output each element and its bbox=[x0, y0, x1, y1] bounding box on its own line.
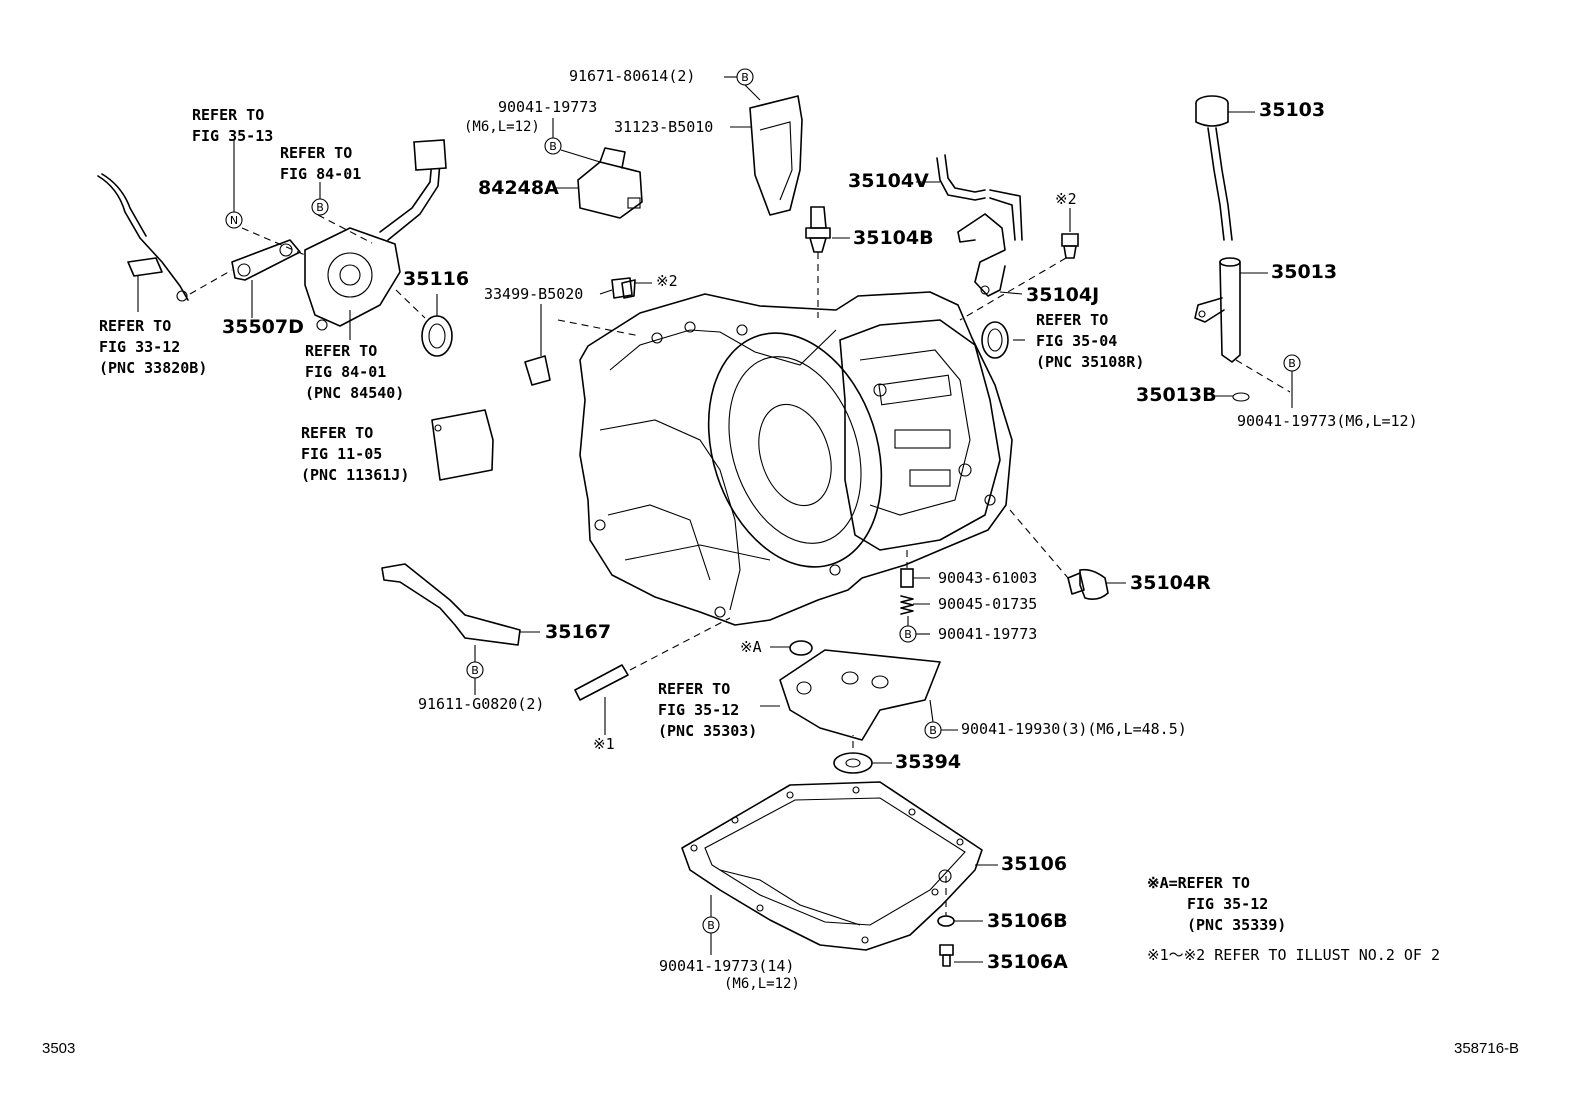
note-a-line1: ※A=REFER TO bbox=[1147, 874, 1250, 892]
marker-b-7: B bbox=[929, 724, 937, 737]
ref-fig-11-05: REFER TO FIG 11-05 (PNC 11361J) bbox=[301, 423, 409, 486]
note-1-marker: ※1 bbox=[593, 735, 615, 753]
code-33499: 33499-B5020 bbox=[484, 285, 584, 303]
part-35104r: 35104R bbox=[1130, 572, 1211, 594]
part-35013b: 35013B bbox=[1136, 384, 1217, 406]
part-35507d: 35507D bbox=[222, 316, 304, 338]
ref-line: REFER TO bbox=[305, 342, 378, 360]
magnet-35394 bbox=[833, 752, 873, 774]
dipstick-assembly bbox=[1194, 95, 1250, 402]
shift-cable bbox=[97, 173, 189, 302]
oil-strainer bbox=[779, 640, 941, 741]
ref-line: FIG 35-04 bbox=[1036, 332, 1118, 350]
code-90041-19930: 90041-19930(3)(M6,L=48.5) bbox=[961, 720, 1187, 738]
marker-b-8: B bbox=[707, 919, 715, 932]
oil-pan bbox=[681, 781, 983, 967]
part-35104j: 35104J bbox=[1026, 284, 1100, 306]
code-90041-top: 90041-19773 bbox=[498, 98, 598, 116]
part-35394: 35394 bbox=[895, 751, 962, 773]
code-90041-pan-spec: (M6,L=12) bbox=[724, 976, 800, 992]
note-a-line2: FIG 35-12 bbox=[1187, 895, 1269, 913]
part-35167: 35167 bbox=[545, 621, 612, 643]
ref-line: (PNC 35108R) bbox=[1036, 353, 1145, 371]
marker-letters: B B B N B B B B B bbox=[230, 71, 1296, 932]
cooler-hoses bbox=[805, 154, 1109, 600]
code-90041-right: 90041-19773(M6,L=12) bbox=[1237, 412, 1418, 430]
marker-b-1: B bbox=[741, 71, 749, 84]
note-a-block: ※A=REFER TO FIG 35-12 (PNC 35339) bbox=[1147, 873, 1286, 936]
clamp-33499 bbox=[524, 277, 633, 386]
ref-line: REFER TO bbox=[301, 424, 374, 442]
part-35106b: 35106B bbox=[987, 910, 1068, 932]
part-35104v: 35104V bbox=[848, 170, 929, 192]
part-35104b: 35104B bbox=[853, 227, 934, 249]
ref-line: FIG 84-01 bbox=[280, 165, 362, 183]
note-2-bolt: ※2 bbox=[1055, 190, 1077, 208]
oil-seals bbox=[421, 315, 1009, 359]
ref-line: REFER TO bbox=[192, 106, 265, 124]
part-35103: 35103 bbox=[1259, 99, 1326, 121]
marker-b-5: B bbox=[904, 628, 912, 641]
marker-n: N bbox=[230, 214, 238, 227]
code-91611: 91611-G0820(2) bbox=[418, 695, 545, 713]
ref-line: (PNC 33820B) bbox=[99, 359, 208, 377]
ref-fig-84-01-bottom: REFER TO FIG 84-01 (PNC 84540) bbox=[305, 341, 404, 404]
assembly-lines bbox=[189, 214, 1291, 916]
marker-b-2: B bbox=[549, 140, 557, 153]
ref-fig-35-13: REFER TO FIG 35-13 bbox=[192, 105, 273, 147]
footer-left: 3503 bbox=[42, 1040, 76, 1057]
leader-lines bbox=[137, 76, 1293, 963]
spring-and-pin bbox=[621, 279, 914, 615]
neutral-start-switch bbox=[304, 139, 447, 331]
part-35116: 35116 bbox=[403, 268, 470, 290]
code-91671: 91671-80614(2) bbox=[569, 67, 696, 85]
ref-fig-35-12: REFER TO FIG 35-12 (PNC 35303) bbox=[658, 679, 757, 742]
ref-fig-33-12: REFER TO FIG 33-12 (PNC 33820B) bbox=[99, 316, 207, 379]
note-2-clamp: ※2 bbox=[656, 272, 678, 290]
note-1-2: ※1～※2 REFER TO ILLUST NO.2 OF 2 bbox=[1147, 946, 1440, 964]
marker-b-3: B bbox=[316, 201, 324, 214]
note-a-line3: (PNC 35339) bbox=[1187, 916, 1287, 934]
ref-line: FIG 35-13 bbox=[192, 127, 274, 145]
part-35013: 35013 bbox=[1271, 261, 1338, 283]
ref-line: FIG 33-12 bbox=[99, 338, 181, 356]
part-35106a: 35106A bbox=[987, 951, 1068, 973]
ref-line: REFER TO bbox=[99, 317, 172, 335]
bracket-35167 bbox=[381, 563, 629, 701]
ref-line: FIG 35-12 bbox=[658, 701, 740, 719]
ref-line: (PNC 11361J) bbox=[301, 466, 410, 484]
note-a-marker: ※A bbox=[740, 638, 762, 656]
transmission-case bbox=[579, 291, 1013, 626]
marker-b-6: B bbox=[471, 664, 479, 677]
cover-31123 bbox=[749, 95, 803, 216]
ref-line: FIG 84-01 bbox=[305, 363, 387, 381]
ref-line: REFER TO bbox=[280, 144, 353, 162]
part-35106: 35106 bbox=[1001, 853, 1068, 875]
ref-fig-35-04: REFER TO FIG 35-04 (PNC 35108R) bbox=[1036, 310, 1144, 373]
code-90043: 90043-61003 bbox=[938, 569, 1038, 587]
ref-line: REFER TO bbox=[1036, 311, 1109, 329]
footer-right: 358716-B bbox=[1454, 1040, 1520, 1057]
marker-b-4: B bbox=[1288, 357, 1296, 370]
code-90041-top-spec: (M6,L=12) bbox=[464, 119, 540, 135]
code-90041-mid: 90041-19773 bbox=[938, 625, 1038, 643]
ref-line: REFER TO bbox=[658, 680, 731, 698]
code-90041-pan: 90041-19773(14) bbox=[659, 957, 795, 975]
control-lever bbox=[231, 239, 301, 281]
part-84248a: 84248A bbox=[478, 177, 559, 199]
code-31123: 31123-B5010 bbox=[614, 118, 714, 136]
plate-11361J bbox=[431, 409, 494, 481]
ref-line: (PNC 35303) bbox=[658, 722, 758, 740]
ref-line: (PNC 84540) bbox=[305, 384, 405, 402]
ref-line: FIG 11-05 bbox=[301, 445, 383, 463]
code-90045: 90045-01735 bbox=[938, 595, 1038, 613]
ref-fig-84-01-top: REFER TO FIG 84-01 bbox=[280, 143, 361, 185]
